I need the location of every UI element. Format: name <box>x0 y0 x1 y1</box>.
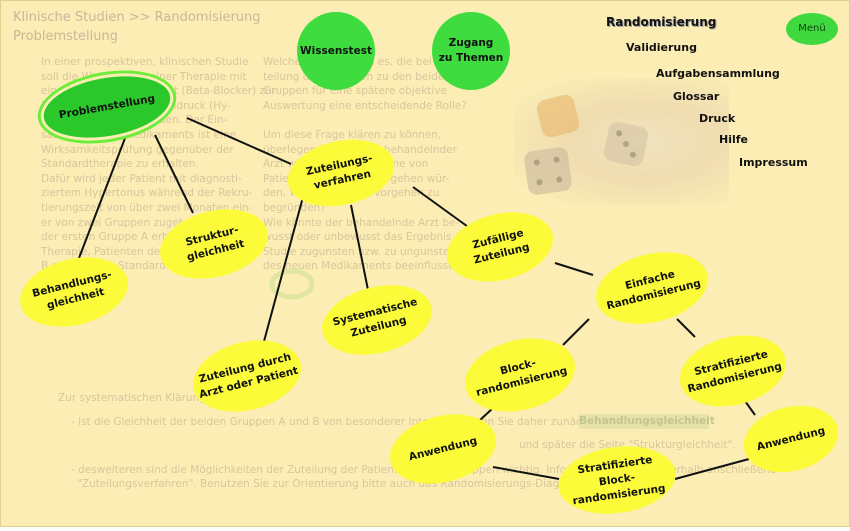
connector-problem-struktur <box>154 134 194 214</box>
col2-line: Gruppen für eine spätere objektive <box>263 85 448 98</box>
col2-line: wusst oder unbewusst das Ergebnis der <box>263 231 473 244</box>
nav-validierung[interactable]: Validierung <box>626 41 697 54</box>
connector-stratifiziert-anwendung <box>744 400 756 416</box>
wissenstest-label: Wissenstest <box>300 44 372 57</box>
behandlungsgleichheit-link[interactable]: Behandlungsgleichheit <box>579 414 715 429</box>
nav-randomisierung[interactable]: Randomisierung <box>606 15 717 29</box>
page-subtitle: Problemstellung <box>13 29 118 44</box>
connector-einfach-block <box>562 318 590 346</box>
menu-button[interactable]: Menü <box>786 13 838 45</box>
connector-anwendung-stratblock <box>492 466 560 480</box>
nav-aufgabensammlung[interactable]: Aufgabensammlung <box>656 67 780 80</box>
connector-stratblock-anwendung <box>674 458 750 480</box>
col2-line: Auswertung eine entscheidende Rolle? <box>263 99 467 112</box>
col1-line: Standardtherapie zu erhalten. <box>41 158 199 171</box>
connector-zufaellig-einfach <box>554 262 594 276</box>
dice-image <box>514 79 729 205</box>
wissenstest-button[interactable]: Wissenstest <box>297 12 375 90</box>
connector-problem-zuteilung <box>186 117 292 165</box>
faded-logo-icon <box>269 268 315 300</box>
connector-zuteilung-arzt <box>262 196 304 346</box>
col2-line: begründen? <box>263 201 326 214</box>
nav-druck[interactable]: Druck <box>699 112 736 125</box>
col1-line: Dafür wird jeder Patient mit diagnosti- <box>41 172 242 185</box>
breadcrumb: Klinische Studien >> Randomisierung <box>13 10 261 25</box>
connector-zuteilung-zufaellig <box>412 186 472 230</box>
zugang-label: Zugang zu Themen <box>438 37 504 64</box>
connector-zuteilung-systematisch <box>350 204 370 296</box>
col1-line: tierungszeit von über zwei Monaten ein- <box>41 201 253 214</box>
col1-line: Wirksamkeitsprüfung gegenüber der <box>41 143 234 156</box>
col2-line: Um diese Frage klären zu können, <box>263 128 442 141</box>
nav-impressum[interactable]: Impressum <box>739 156 808 169</box>
connector-problem-behandlung <box>73 106 138 272</box>
col1-line: In einer prospektiven, klinischen Studie <box>41 56 249 68</box>
nav-hilfe[interactable]: Hilfe <box>719 133 748 146</box>
bottom-text-5: "Zuteilungsverfahren". Benutzen Sie zur … <box>77 478 594 490</box>
zugang-zu-themen-button[interactable]: Zugang zu Themen <box>432 12 510 90</box>
nav-glossar[interactable]: Glossar <box>673 90 720 103</box>
connector-einfach-stratifiziert <box>676 318 696 338</box>
